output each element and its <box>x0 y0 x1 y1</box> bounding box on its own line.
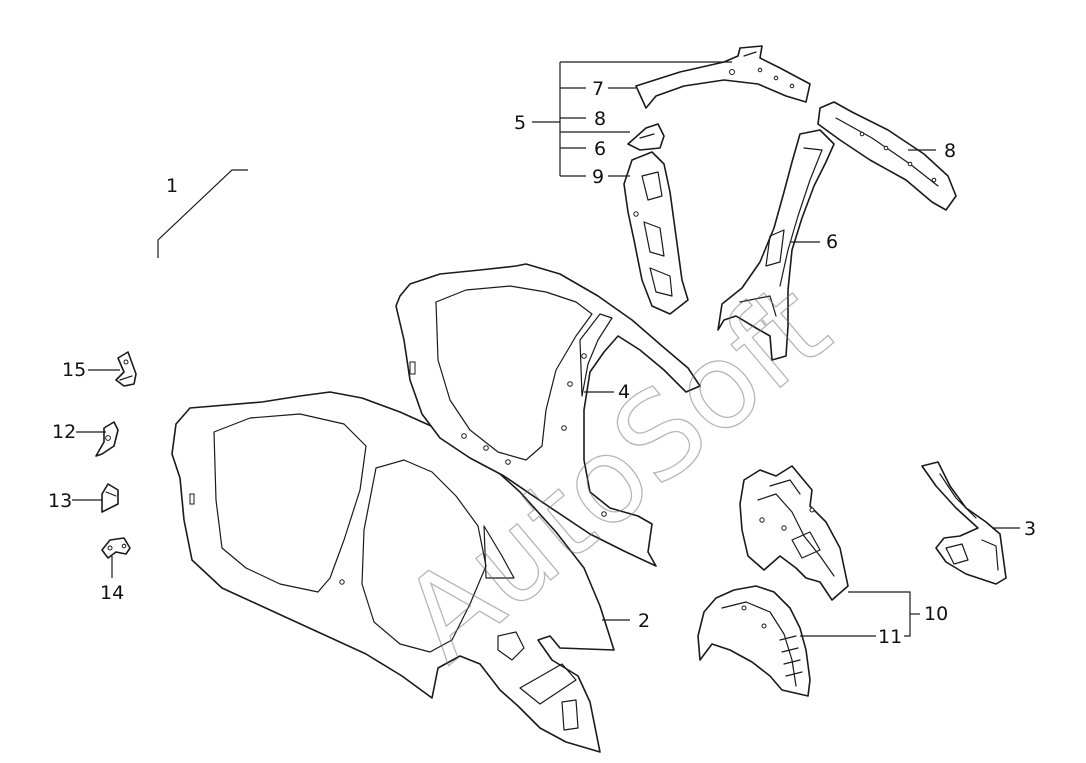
callout-8-left: 8 <box>594 108 606 130</box>
part-2-quarter-panel <box>171 391 615 753</box>
part-14-bracket <box>101 537 131 559</box>
callout-8-right: 8 <box>944 140 956 162</box>
callout-13: 13 <box>48 490 72 512</box>
callout-14: 14 <box>100 582 124 604</box>
callout-4: 4 <box>618 381 630 403</box>
part-8-small-bracket <box>627 123 665 151</box>
part-12-bracket <box>95 421 119 457</box>
callout-labels: 1 2 3 4 5 6 6 7 8 8 9 10 11 12 13 14 15 <box>48 78 1036 648</box>
callout-12: 12 <box>52 421 76 443</box>
part-9-pillar-reinforcement <box>623 151 689 315</box>
callout-3: 3 <box>1024 518 1036 540</box>
callout-10: 10 <box>924 603 948 625</box>
callout-1: 1 <box>166 175 178 197</box>
callout-7: 7 <box>592 78 604 100</box>
part-7-roof-rail <box>635 45 811 109</box>
callout-15: 15 <box>62 359 86 381</box>
part-10-wheelhouse-reinforcement <box>739 465 849 601</box>
callout-5: 5 <box>514 112 526 134</box>
callout-6-left: 6 <box>594 138 606 160</box>
callout-6-right: 6 <box>826 231 838 253</box>
callout-11: 11 <box>878 626 902 648</box>
part-8-upper-reinforcement <box>817 101 957 211</box>
leader-lines <box>72 61 1020 637</box>
part-6-pillar-assembly <box>717 129 835 361</box>
callout-2: 2 <box>638 610 650 632</box>
part-4-inner-quarter-panel <box>395 263 701 567</box>
part-15-bracket <box>115 351 137 387</box>
part-3-pillar-extension <box>921 461 1007 585</box>
part-11-wheelhouse-inner <box>697 585 811 697</box>
callout-9: 9 <box>592 166 604 188</box>
part-13-bracket <box>101 483 119 513</box>
